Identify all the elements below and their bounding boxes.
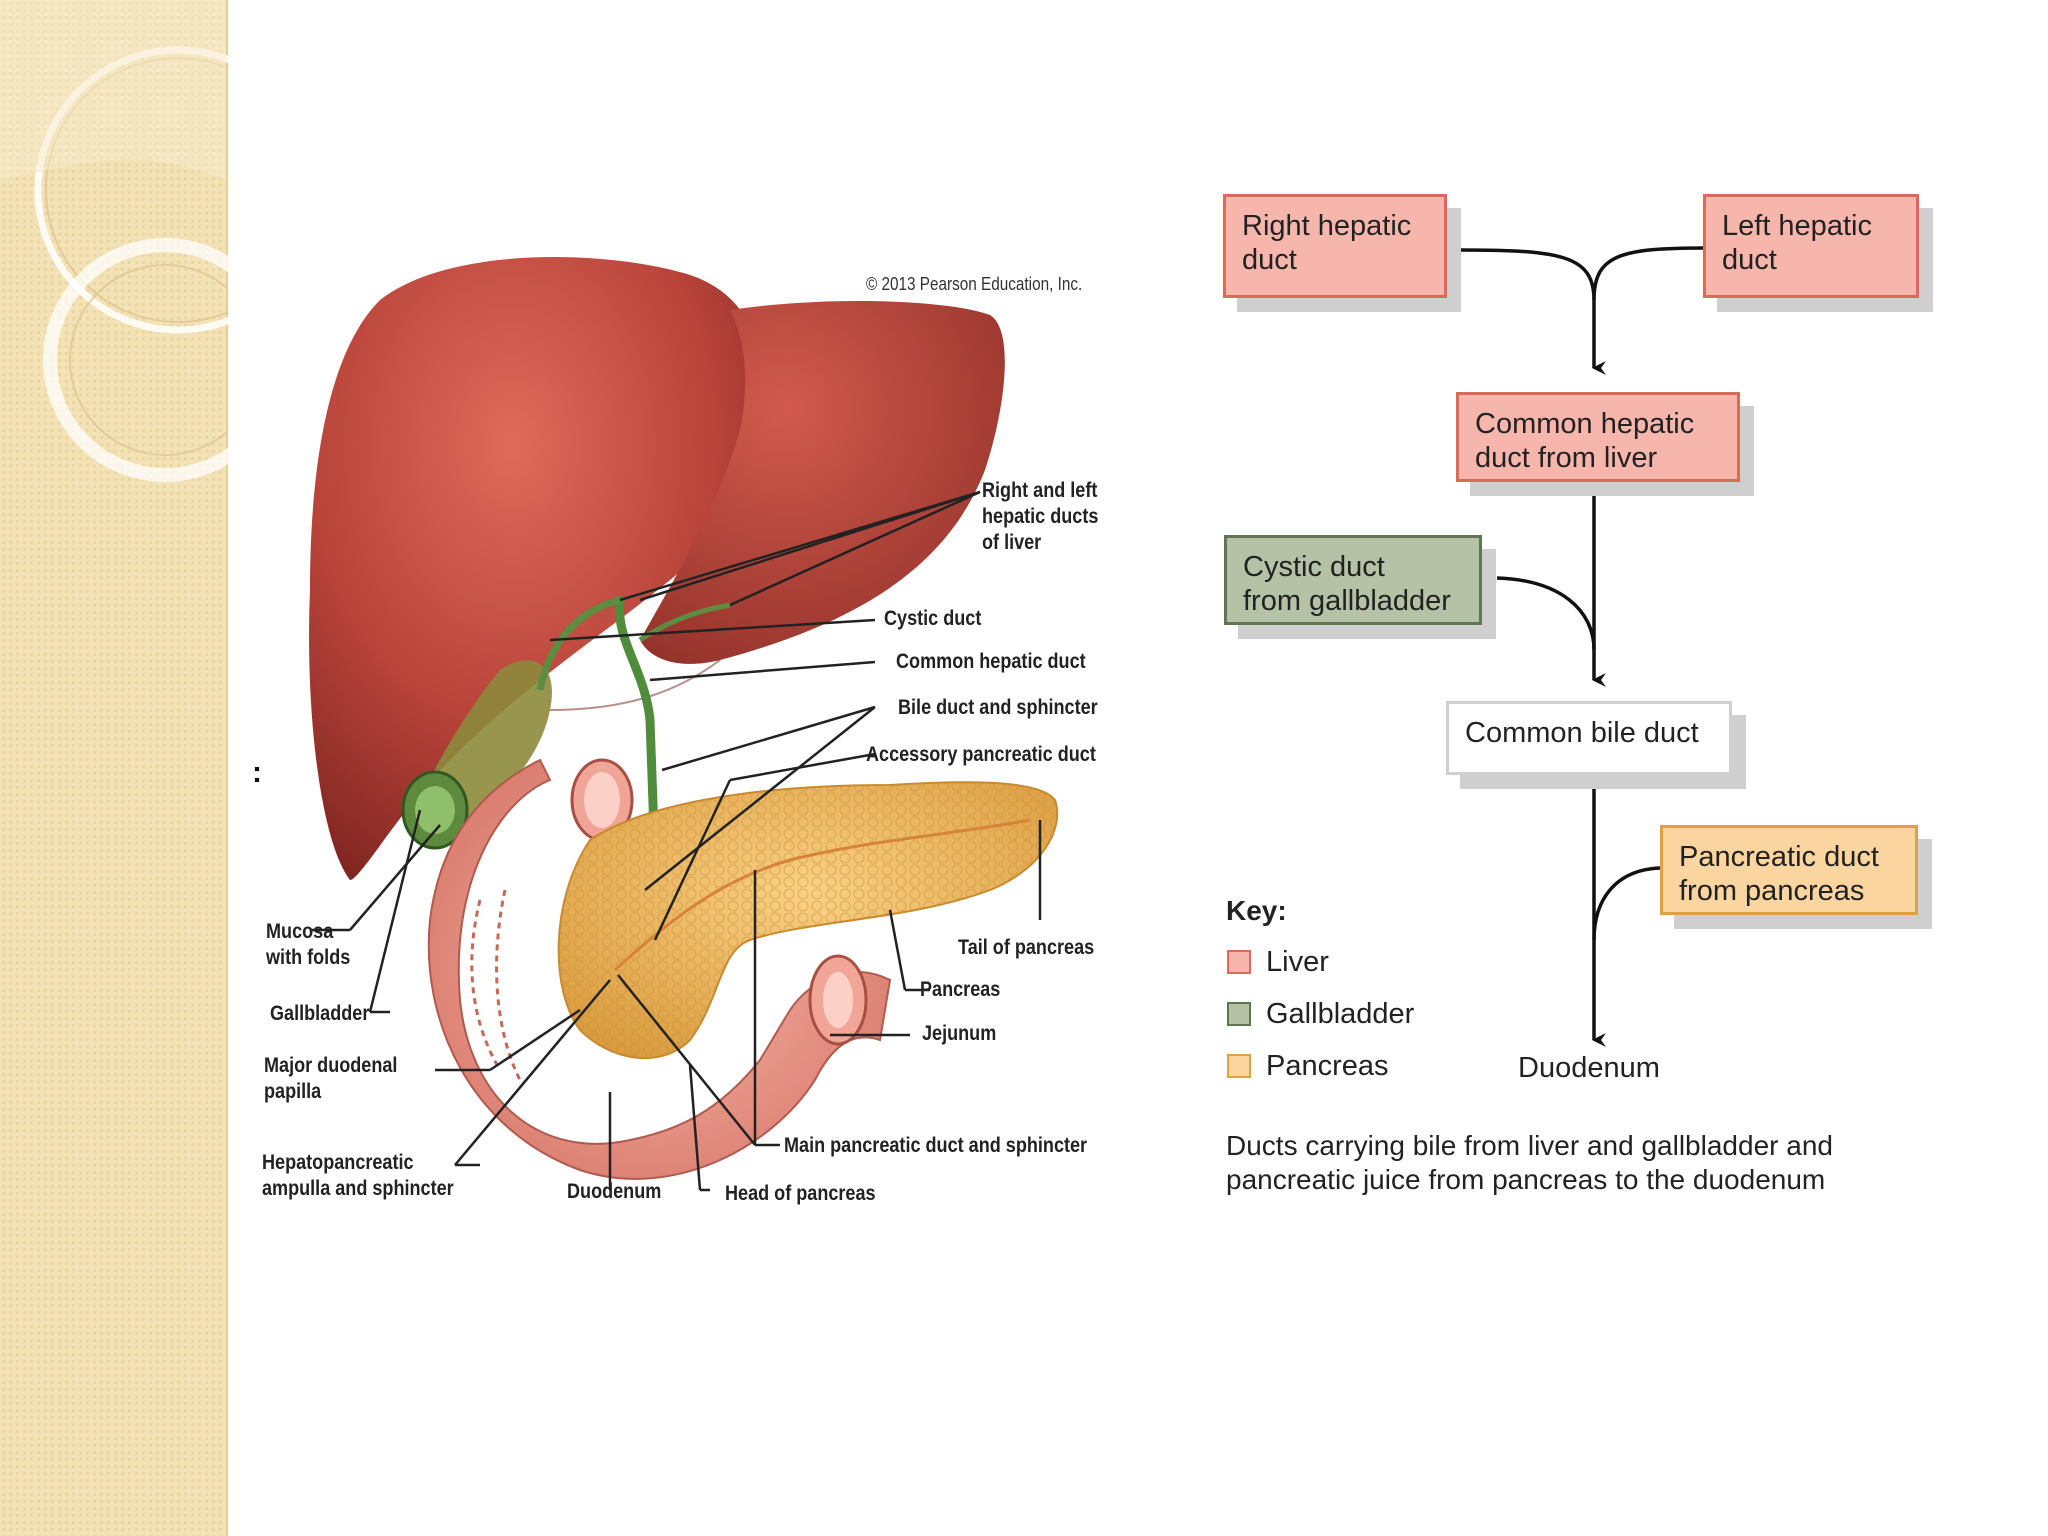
label-mucosa: Mucosa with folds — [266, 920, 351, 969]
label-duodenum-anatomy: Duodenum — [567, 1180, 662, 1203]
liver-left-lobe — [640, 300, 1005, 664]
key-label-pancreas: Pancreas — [1266, 1050, 1389, 1082]
label-head-of-pancreas: Head of pancreas — [725, 1182, 876, 1205]
label-cystic-duct: Cystic duct — [884, 607, 982, 630]
key-title: Key: — [1226, 895, 1287, 926]
diagram-caption: Ducts carrying bile from liver and gallb… — [1226, 1130, 1833, 1195]
sidebar-edge — [226, 0, 228, 1536]
box-cystic-duct: Cystic duct from gallbladder — [1224, 535, 1482, 625]
key-swatch-liver — [1227, 950, 1251, 974]
liver-pancreas-illustration — [309, 257, 1059, 1192]
box-left-hepatic-duct: Left hepatic duct — [1703, 194, 1919, 298]
label-main-pancreatic-duct: Main pancreatic duct and sphincter — [784, 1134, 1088, 1157]
box-common-bile-duct: Common bile duct — [1446, 701, 1732, 775]
key-label-gallbladder: Gallbladder — [1266, 998, 1415, 1030]
leader-lines — [310, 490, 1042, 1192]
box-pancreatic-duct: Pancreatic duct from pancreas — [1660, 825, 1918, 915]
label-hepatic-ducts: Right and left hepatic ducts of liver — [982, 479, 1099, 554]
label-jejunum: Jejunum — [922, 1022, 997, 1045]
label-common-hepatic-duct: Common hepatic duct — [896, 650, 1086, 673]
label-bile-duct: Bile duct and sphincter — [898, 696, 1098, 719]
key-label-liver: Liver — [1266, 946, 1329, 978]
key-swatch-gallbladder — [1227, 1002, 1251, 1026]
copyright-notice: © 2013 Pearson Education, Inc. — [866, 274, 1083, 294]
main-pancreatic-duct — [613, 818, 1031, 972]
box-right-hepatic-duct: Right hepatic duct — [1223, 194, 1447, 298]
label-gallbladder: Gallbladder — [270, 1002, 370, 1025]
label-tail-of-pancreas: Tail of pancreas — [958, 936, 1095, 959]
label-pancreas: Pancreas — [920, 978, 1001, 1001]
key-swatch-pancreas — [1227, 1054, 1251, 1078]
liver-right-lobe — [309, 257, 763, 880]
label-hepatopancreatic-ampulla: Hepatopancreatic ampulla and sphincter — [262, 1151, 454, 1200]
flow-duodenum-label: Duodenum — [1518, 1052, 1660, 1084]
label-major-duodenal-papilla: Major duodenal papilla — [264, 1054, 398, 1103]
duodenum — [427, 758, 892, 1180]
box-common-hepatic-duct: Common hepatic duct from liver — [1456, 392, 1740, 482]
stray-tick-mark: : — [252, 756, 262, 789]
sidebar-rings-decoration — [0, 0, 228, 482]
label-accessory-pancreatic-duct: Accessory pancreatic duct — [866, 743, 1096, 766]
